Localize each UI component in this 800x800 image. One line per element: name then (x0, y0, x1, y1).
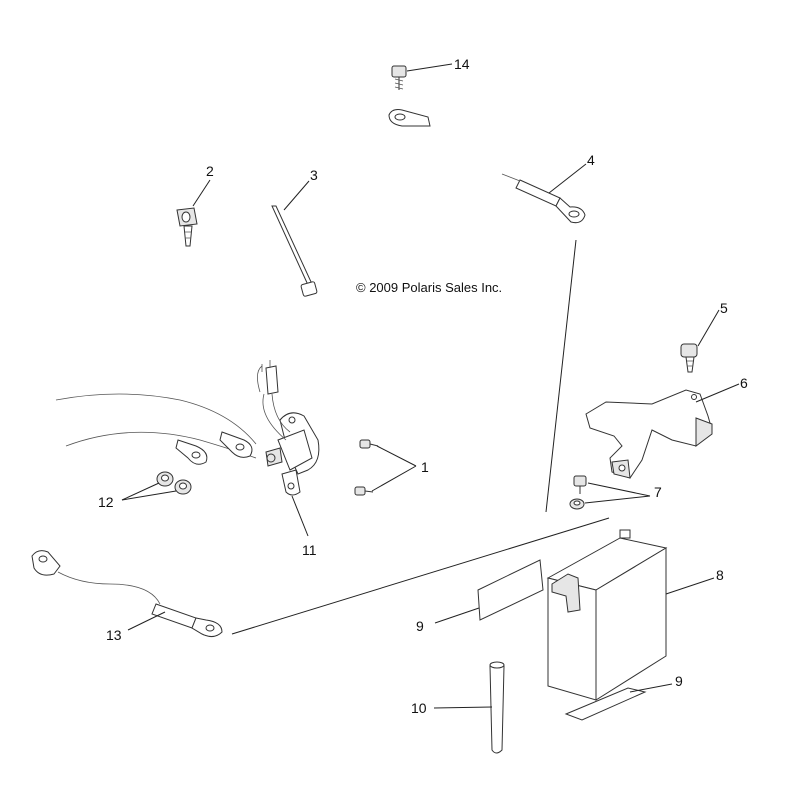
leader-5 (697, 309, 720, 347)
callout-6: 6 (740, 375, 748, 391)
part-11-solenoid (257, 360, 320, 496)
part-1-screw-upper (359, 439, 379, 449)
part-14-terminal (388, 109, 431, 127)
cable-line-4 (545, 239, 577, 513)
leader-6 (695, 383, 740, 403)
leader-3 (283, 180, 310, 211)
leader-7a (587, 482, 651, 497)
callout-1: 1 (421, 459, 429, 475)
part-10-tube (489, 661, 505, 754)
leader-11 (291, 495, 309, 537)
part-13-cable (31, 550, 223, 638)
callout-4: 4 (587, 152, 595, 168)
cable-line-13 (231, 517, 610, 635)
leader-8 (665, 577, 715, 595)
callout-10: 10 (411, 700, 427, 716)
leader-9a (434, 607, 480, 624)
part-4-cable (501, 173, 586, 224)
callout-11: 11 (302, 542, 317, 558)
leader-1a (376, 445, 417, 467)
callout-9a: 9 (416, 618, 424, 634)
callout-8: 8 (716, 567, 724, 583)
leader-10 (433, 706, 493, 709)
part-3-cable-tie (271, 205, 318, 297)
part-12-nut-a (156, 471, 174, 487)
part-12-nut-b (174, 479, 192, 495)
part-6-bracket (585, 389, 713, 479)
leader-12b (121, 490, 177, 501)
callout-9b: 9 (675, 673, 683, 689)
callout-13: 13 (106, 627, 122, 643)
callout-2: 2 (206, 163, 214, 179)
callout-14: 14 (454, 56, 470, 72)
leader-2 (192, 179, 211, 207)
leader-1b (371, 465, 417, 492)
part-2-fastener (176, 207, 198, 247)
leader-12a (121, 482, 160, 501)
part-14-bolt (391, 65, 407, 90)
part-9-label-upper (477, 559, 544, 621)
part-5-bolt (680, 343, 698, 373)
part-8-battery (546, 529, 668, 701)
part-7-nut (569, 498, 585, 510)
part-9-label-lower (564, 687, 647, 721)
leader-7b (584, 495, 651, 504)
leader-14 (406, 63, 453, 72)
part-1-screw-lower (354, 486, 374, 496)
copyright-text: © 2009 Polaris Sales Inc. (356, 280, 502, 295)
cable-harness (55, 393, 257, 465)
leader-9b (629, 683, 673, 693)
callout-3: 3 (310, 167, 318, 183)
leader-13 (127, 611, 166, 631)
part-7-bolt (573, 475, 587, 494)
callout-5: 5 (720, 300, 728, 316)
leader-4 (548, 163, 587, 194)
callout-7: 7 (654, 484, 662, 500)
callout-12: 12 (98, 494, 114, 510)
